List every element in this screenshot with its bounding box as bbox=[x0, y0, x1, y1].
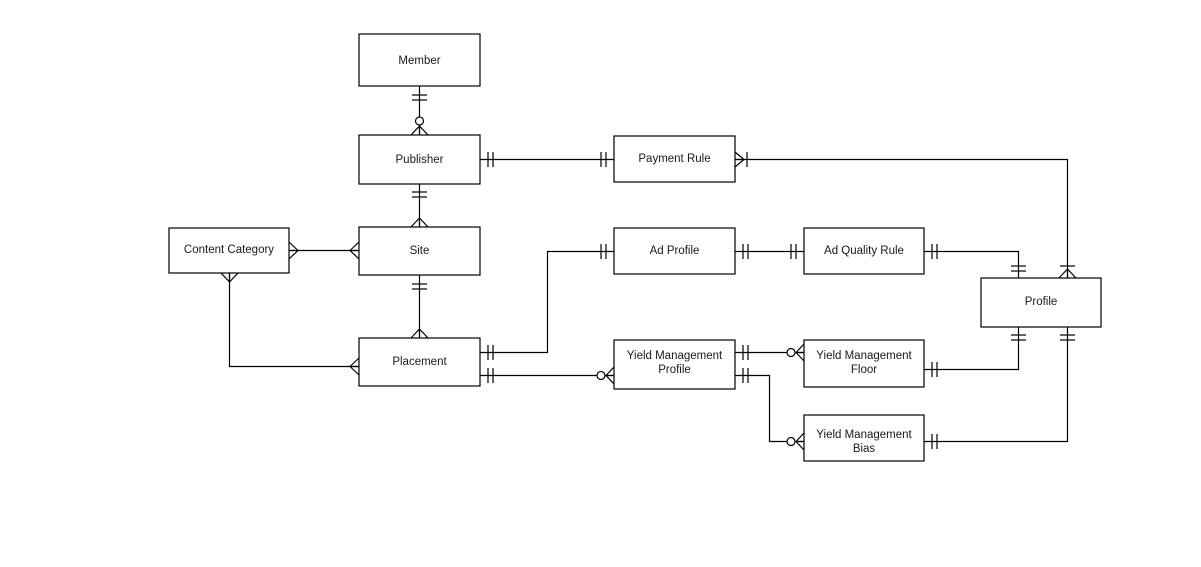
entity-publisher[interactable]: Publisher bbox=[358, 134, 481, 185]
cardinality-one-adqualityrule-left bbox=[790, 244, 797, 259]
entity-ad-profile-rect[interactable] bbox=[613, 227, 736, 275]
entity-placement-label: Placement bbox=[392, 356, 447, 368]
entity-placement-rect[interactable] bbox=[358, 337, 481, 387]
cardinality-markers-layer bbox=[220, 94, 1077, 451]
entity-ad-quality-rule[interactable]: Ad Quality Rule bbox=[803, 227, 925, 275]
entity-member-rect[interactable] bbox=[358, 33, 481, 87]
connector-ymp-ymb[interactable] bbox=[735, 374, 804, 443]
cardinality-one-publisher-bottom bbox=[412, 191, 427, 198]
cardinality-many-contentcategory-bottom bbox=[220, 272, 239, 283]
cardinality-one-ymp-right-lower bbox=[742, 368, 749, 383]
entity-content-category-label: Content Category bbox=[184, 244, 274, 256]
cardinality-zero-or-many-ymf-left bbox=[786, 343, 805, 362]
cardinality-one-placement-right-lower bbox=[487, 368, 494, 383]
cardinality-many-placement-top bbox=[410, 328, 429, 339]
entity-yield-management-floor-label-line1: Yield Management bbox=[816, 350, 912, 362]
entity-site[interactable]: Site bbox=[358, 226, 481, 276]
connector-ymf-profile[interactable] bbox=[924, 327, 1020, 371]
entity-yield-management-floor-label-line2: Floor bbox=[851, 364, 877, 376]
entity-site-rect[interactable] bbox=[358, 226, 481, 276]
entity-yield-management-floor-rect[interactable] bbox=[803, 339, 925, 388]
entity-site-label: Site bbox=[410, 245, 430, 257]
cardinality-one-profile-bottom-right bbox=[1060, 334, 1075, 341]
entity-yield-management-bias-label-line2: Bias bbox=[853, 443, 876, 455]
cardinality-one-profile-bottom-left bbox=[1011, 334, 1026, 341]
entity-payment-rule-rect[interactable] bbox=[613, 135, 736, 183]
cardinality-one-ymp-right-upper bbox=[742, 345, 749, 360]
cardinality-one-profile-top-left bbox=[1011, 265, 1026, 272]
entity-yield-management-profile-rect[interactable] bbox=[613, 339, 736, 390]
cardinality-zero-or-many-ymb-left bbox=[786, 432, 805, 451]
cardinality-one-adprofile-right bbox=[742, 244, 749, 259]
cardinality-one-placement-right-upper bbox=[487, 345, 494, 360]
cardinality-one-ymb-right bbox=[931, 434, 938, 449]
entity-yield-management-profile-label-line2: Profile bbox=[658, 364, 691, 376]
entity-content-category-rect[interactable] bbox=[168, 227, 290, 274]
cardinality-many-placement-left bbox=[349, 357, 360, 376]
entity-profile-rect[interactable] bbox=[980, 277, 1102, 328]
cardinality-one-ymf-right bbox=[931, 362, 938, 377]
cardinality-many-site-left bbox=[349, 241, 360, 260]
entity-publisher-rect[interactable] bbox=[358, 134, 481, 185]
entity-ad-quality-rule-label: Ad Quality Rule bbox=[824, 245, 904, 257]
entity-member-label: Member bbox=[398, 55, 440, 67]
entity-content-category[interactable]: Content Category bbox=[168, 227, 290, 274]
cardinality-one-paymentrule-left bbox=[600, 152, 607, 167]
entity-publisher-label: Publisher bbox=[396, 154, 444, 166]
cardinality-many-contentcategory-right bbox=[288, 241, 299, 260]
cardinality-one-adprofile-left bbox=[600, 244, 607, 259]
cardinality-zero-or-many-publisher-top bbox=[410, 116, 429, 136]
cardinality-many-paymentrule-right bbox=[734, 151, 748, 168]
entity-profile-label: Profile bbox=[1025, 296, 1058, 308]
entity-ad-profile-label: Ad Profile bbox=[650, 245, 700, 257]
cardinality-many-profile-top-right bbox=[1058, 265, 1077, 279]
entity-yield-management-floor[interactable]: Yield Management Floor bbox=[803, 339, 925, 388]
connector-paymentrule-profile[interactable] bbox=[735, 158, 1069, 279]
connector-ymb-profile[interactable] bbox=[924, 327, 1069, 443]
cardinality-one-member-bottom bbox=[412, 94, 427, 101]
entities-layer: Member Publisher Site Placement Content … bbox=[168, 33, 1102, 462]
entity-profile[interactable]: Profile bbox=[980, 277, 1102, 328]
entity-yield-management-bias-label-line1: Yield Management bbox=[816, 429, 912, 441]
entity-yield-management-bias[interactable]: Yield Management Bias bbox=[803, 414, 925, 462]
cardinality-one-publisher-right bbox=[487, 152, 494, 167]
entity-yield-management-profile-label-line1: Yield Management bbox=[627, 350, 723, 362]
cardinality-many-site-top bbox=[410, 217, 429, 228]
entity-member[interactable]: Member bbox=[358, 33, 481, 87]
connector-placement-adprofile[interactable] bbox=[480, 250, 614, 354]
cardinality-one-adqualityrule-right bbox=[931, 244, 938, 259]
entity-payment-rule-label: Payment Rule bbox=[638, 153, 710, 165]
cardinality-one-site-bottom bbox=[412, 283, 427, 290]
entity-yield-management-bias-rect[interactable] bbox=[803, 414, 925, 462]
entity-ad-profile[interactable]: Ad Profile bbox=[613, 227, 736, 275]
entity-ad-quality-rule-rect[interactable] bbox=[803, 227, 925, 275]
entity-yield-management-profile[interactable]: Yield Management Profile bbox=[613, 339, 736, 390]
connector-adqualityrule-profile[interactable] bbox=[924, 250, 1020, 279]
connector-contentcategory-placement[interactable] bbox=[228, 273, 360, 368]
entity-placement[interactable]: Placement bbox=[358, 337, 481, 387]
entity-payment-rule[interactable]: Payment Rule bbox=[613, 135, 736, 183]
cardinality-zero-or-many-ymp-left bbox=[596, 366, 615, 385]
